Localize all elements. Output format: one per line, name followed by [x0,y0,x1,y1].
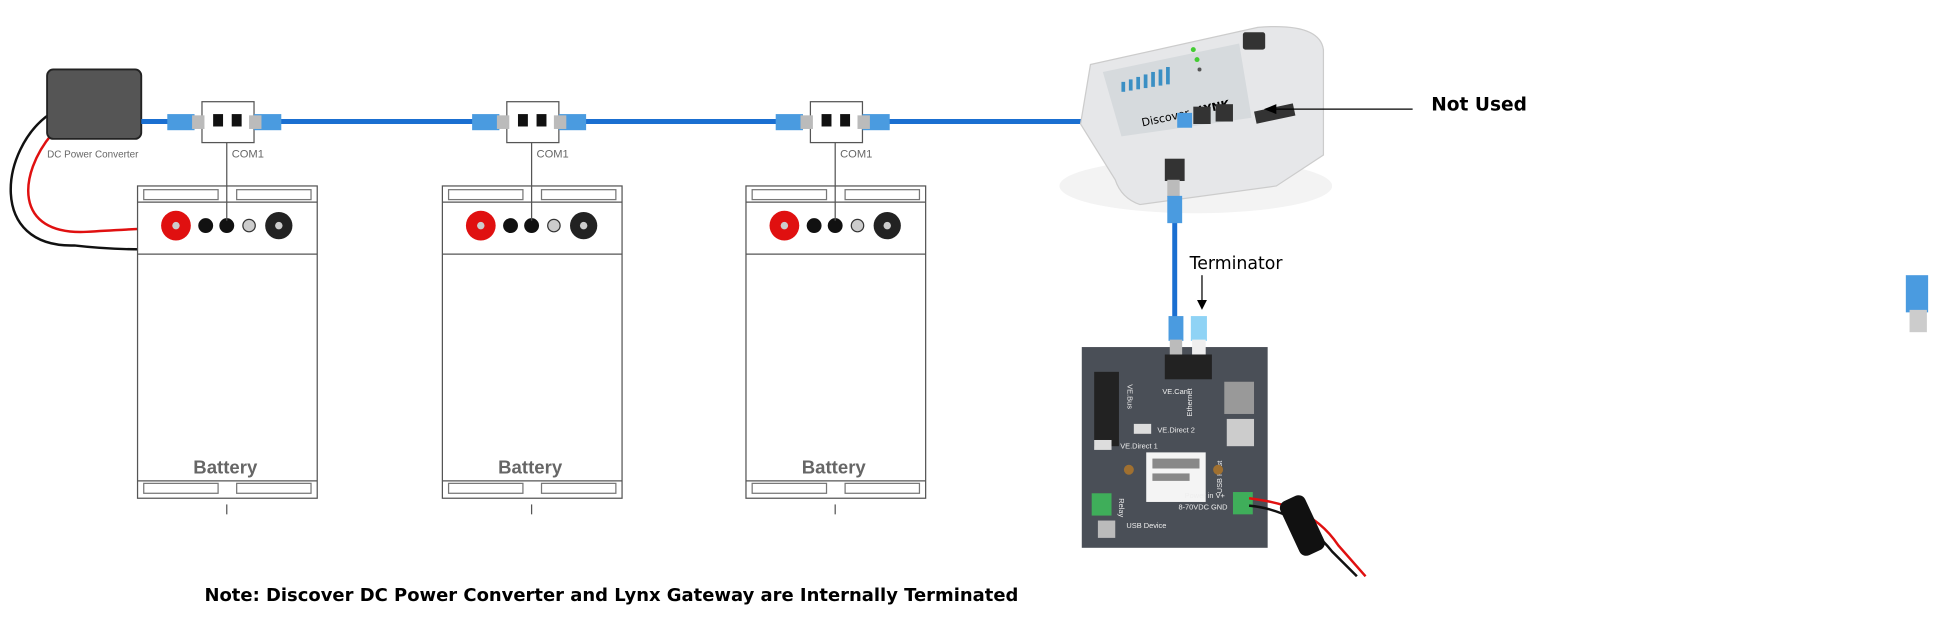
rj45-plug [1167,179,1180,198]
power-terminal [1232,492,1253,515]
rj45-connector-icon [1905,275,1929,333]
usb-device-port [1097,520,1116,538]
cerbo-gx: VE.Can VE.Bus VE.Direct 2 VE.Direct 1 Et… [1081,316,1367,578]
rj45-plug [1177,112,1193,128]
note-text: Note: Discover DC Power Converter and Ly… [204,585,1018,606]
rj45-splitter: COM1 [775,101,890,160]
arrow-head [1263,104,1277,115]
sd-slot [1254,103,1296,124]
battery-level-bars [1121,67,1170,92]
ve-bus-ports [1094,371,1119,447]
ethernet-port [1224,381,1255,414]
rj45-splitter: COM1 [472,101,587,160]
arrow-head [1197,299,1207,310]
battery-module: Battery [745,133,927,515]
com1-label: COM1 [840,148,872,160]
ve-direct-2-label: VE.Direct 2 [1157,426,1195,435]
rj45-port-not-used [1215,104,1233,122]
usb-device-label: USB Device [1126,521,1166,530]
com-port [219,218,235,234]
ve-bus-label: VE.Bus [1126,384,1135,409]
ve-direct-1-port [1094,439,1112,450]
ve-can-label: VE.Can [1162,387,1188,396]
usb-host-ports [1226,418,1255,447]
rj45-plug [472,114,500,131]
com-port [524,218,540,234]
converter-label: DC Power Converter [47,149,139,160]
ve-can-ports [1164,354,1212,380]
relay-label: Relay [1117,498,1126,517]
com-port [198,218,214,234]
usb-port [1242,32,1266,50]
terminator-plug [1190,316,1207,341]
ferrite-core [1279,495,1325,556]
rj45-splitter: COM1 [167,101,282,160]
ethernet-label: Ethernet [1185,388,1194,416]
rj45-plug [775,114,803,131]
lynk-gateway: Discover LYNK [1059,26,1333,224]
com-port [503,218,518,234]
rj45-port-out [1164,158,1185,182]
com-port [806,218,822,234]
battery-module: Battery [441,133,623,515]
ve-direct-1-label: VE.Direct 1 [1120,442,1158,451]
com1-label: COM1 [232,148,264,160]
power-in-label: Power in V+ [1185,491,1225,500]
rj45-port-in [1193,106,1211,125]
rj45-plug [167,114,195,131]
battery-label: Battery [193,456,258,477]
com-port [827,218,843,234]
battery-label: Battery [498,456,563,477]
com1-label: COM1 [537,148,569,160]
status-led [1190,47,1196,53]
not-used-label: Not Used [1431,94,1527,115]
ve-direct-2-port [1133,423,1152,434]
rj45-plug [1167,195,1183,224]
relay-terminal [1091,493,1112,516]
status-led [1194,57,1200,63]
rj45-plug [1168,316,1184,341]
terminator-plug [1192,339,1206,355]
dc-power-converter: DC Power Converter [46,68,143,160]
rj45-plug [1169,339,1183,355]
power-range-label: 8-70VDC GND [1178,502,1227,511]
terminator-label: Terminator [1189,254,1284,274]
usb-host-label: USB Host [1215,461,1224,494]
reset-button [1197,67,1202,72]
battery-label: Battery [802,456,867,477]
battery-module: Battery [136,133,318,515]
